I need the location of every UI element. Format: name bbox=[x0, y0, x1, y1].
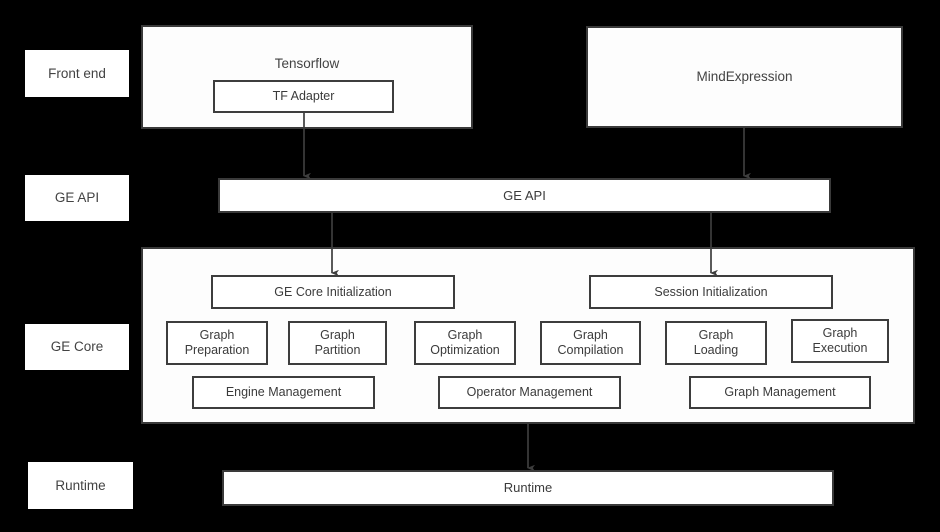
ge-core-initialization-box[interactable]: GE Core Initialization bbox=[211, 275, 455, 309]
graph-loading-box[interactable]: Graph Loading bbox=[665, 321, 767, 365]
rail-label-runtime: Runtime bbox=[28, 462, 133, 509]
graph-execution-box[interactable]: Graph Execution bbox=[791, 319, 889, 363]
graph-preparation-box[interactable]: Graph Preparation bbox=[166, 321, 268, 365]
graph-optimization-box[interactable]: Graph Optimization bbox=[414, 321, 516, 365]
session-initialization-box[interactable]: Session Initialization bbox=[589, 275, 833, 309]
rail-label-ge-api: GE API bbox=[25, 175, 129, 221]
tf-adapter-box[interactable]: TF Adapter bbox=[213, 80, 394, 113]
graph-partition-box[interactable]: Graph Partition bbox=[288, 321, 387, 365]
tensorflow-title: Tensorflow bbox=[274, 56, 340, 71]
engine-management-box[interactable]: Engine Management bbox=[192, 376, 375, 409]
runtime-bar[interactable]: Runtime bbox=[222, 470, 834, 506]
rail-label-front-end: Front end bbox=[25, 50, 129, 97]
ge-api-bar[interactable]: GE API bbox=[218, 178, 831, 213]
operator-management-box[interactable]: Operator Management bbox=[438, 376, 621, 409]
mindexpression-title: MindExpression bbox=[696, 69, 793, 85]
rail-label-ge-core: GE Core bbox=[25, 324, 129, 370]
mindexpression-panel: MindExpression bbox=[586, 26, 903, 128]
graph-compilation-box[interactable]: Graph Compilation bbox=[540, 321, 641, 365]
graph-management-box[interactable]: Graph Management bbox=[689, 376, 871, 409]
tensorflow-panel: Tensorflow bbox=[141, 25, 473, 129]
